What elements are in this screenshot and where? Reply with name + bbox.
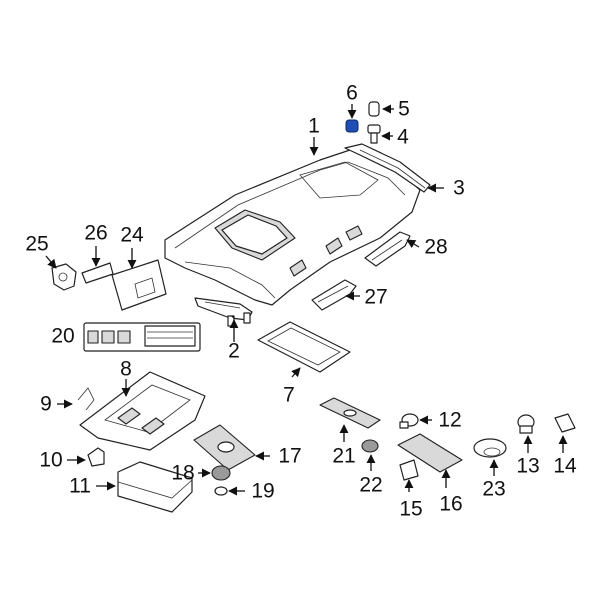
- clip-part-14: [554, 413, 576, 433]
- callout-3: 3: [453, 177, 465, 200]
- leader-25: [45, 255, 57, 269]
- block-part-15: [399, 459, 419, 481]
- callout-17: 17: [278, 445, 301, 468]
- callout-20: 20: [51, 325, 74, 348]
- leader-2b: [231, 315, 235, 319]
- callout-4: 4: [397, 126, 409, 149]
- callout-1: 1: [308, 115, 320, 138]
- leader-lines: [45, 104, 568, 496]
- retainer-part-5: [368, 101, 380, 117]
- panel-part-16: [397, 433, 463, 473]
- ring-part-23: [473, 438, 507, 458]
- callout-2: 2: [228, 340, 240, 363]
- console-housing-part-8: [79, 371, 206, 451]
- callout-28: 28: [424, 236, 447, 259]
- callout-10: 10: [39, 449, 62, 472]
- callout-25: 25: [25, 233, 48, 256]
- callout-14: 14: [553, 455, 577, 478]
- leader-28: [406, 239, 420, 249]
- callout-24: 24: [120, 224, 144, 247]
- callout-22: 22: [359, 474, 382, 497]
- visor-mount-part-25: [51, 263, 77, 291]
- callout-15: 15: [399, 498, 422, 521]
- rear-trim-part: [344, 143, 431, 193]
- retainer-part-4: [367, 124, 381, 144]
- callout-9: 9: [40, 393, 52, 416]
- callout-labels: 1 2 3 4 5 6 7 8 9 10 11 12 13 14 15 16 1…: [25, 82, 577, 521]
- sunroof-frame-part: [257, 321, 351, 373]
- callout-5: 5: [398, 98, 410, 121]
- callout-18: 18: [171, 462, 194, 485]
- leader-7: [291, 367, 301, 378]
- callout-26: 26: [84, 222, 107, 245]
- fastener-part-12: [399, 413, 419, 429]
- wire-part-9: [77, 387, 95, 411]
- strip-part-21: [319, 397, 381, 429]
- callout-6: 6: [346, 82, 358, 105]
- callout-8: 8: [120, 358, 132, 381]
- callout-23: 23: [482, 478, 505, 501]
- callout-7: 7: [283, 384, 295, 407]
- bracket-part-10: [87, 447, 105, 467]
- plug-part-22: [361, 439, 379, 453]
- callout-12: 12: [438, 409, 461, 432]
- pad-part-17: [193, 424, 256, 471]
- callout-19: 19: [251, 480, 274, 503]
- bracket-part-2: [194, 297, 253, 327]
- visor-clip-part-26: [81, 262, 114, 284]
- grab-handle-part-27: [311, 279, 357, 311]
- console-panel-part-20: [83, 322, 201, 352]
- callout-16: 16: [439, 493, 462, 516]
- sun-visor-part-24: [111, 259, 167, 311]
- grommet-part-19: [214, 486, 228, 496]
- callout-11: 11: [69, 475, 91, 498]
- callout-13: 13: [516, 455, 539, 478]
- callout-21: 21: [332, 445, 355, 468]
- highlighted-clip: [345, 119, 359, 133]
- callout-27: 27: [364, 286, 387, 309]
- clip-part-6: [345, 119, 359, 133]
- cap-part-18: [211, 465, 231, 481]
- headliner-part: [164, 149, 421, 306]
- knob-part-13: [517, 414, 535, 434]
- storage-bin-part-11: [117, 461, 193, 513]
